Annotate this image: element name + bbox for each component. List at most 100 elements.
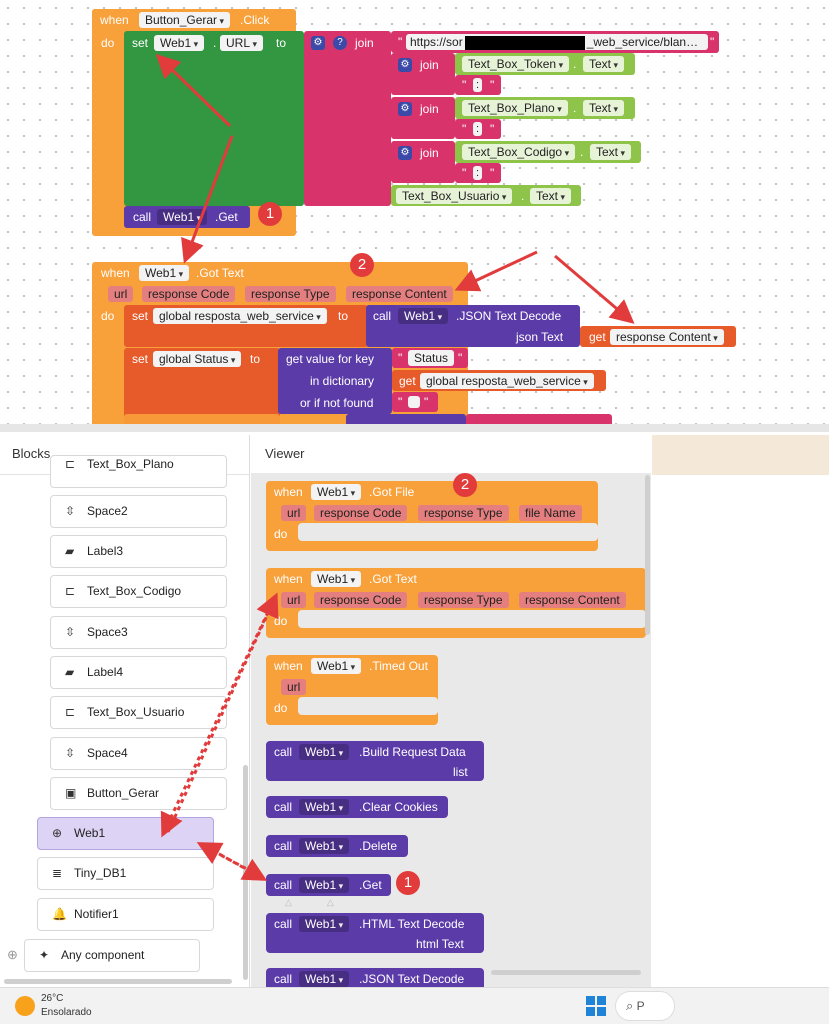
param-response-type[interactable]: response Type [245,286,336,302]
blocks-item-space2[interactable]: ⇳Space2 [50,495,227,528]
component-dropdown[interactable]: Web1 [299,971,350,987]
component-dropdown[interactable]: Web1 [154,35,205,51]
gear-icon[interactable]: ⚙ [398,102,412,116]
url-prefix: https://sor [410,35,463,49]
component-dropdown[interactable]: Web1 [299,877,350,893]
separator-text[interactable]: : [473,166,483,180]
set-label: set [132,352,149,366]
viewer-h-scrollbar[interactable] [491,970,641,975]
param-response-type[interactable]: response Type [418,592,509,608]
set-url-block[interactable] [124,31,304,206]
component-dropdown[interactable]: Web1 [299,838,350,854]
blocks-item-space4[interactable]: ⇳Space4 [50,737,227,770]
taskbar-search[interactable]: ⌕ P [615,991,675,1021]
param-response-code[interactable]: response Code [314,505,408,521]
separator-text[interactable]: : [473,78,483,92]
blocks-h-scrollbar[interactable] [4,979,232,984]
param-url[interactable]: url [108,286,134,302]
param-file-name[interactable]: file Name [519,505,582,521]
method-label: .Delete [359,839,398,853]
url-text[interactable]: https://sor_web_service/blan… [406,34,708,50]
blocks-item-space3[interactable]: ⇳Space3 [50,616,227,649]
component-dropdown[interactable]: Web1 [157,209,208,225]
blocks-item-label3[interactable]: ▰Label3 [50,535,227,568]
blocks-item-label4[interactable]: ▰Label4 [50,656,227,689]
expand-icon[interactable]: ⊕ [7,947,18,962]
component-dropdown[interactable]: Text_Box_Token [462,56,570,72]
property-dropdown[interactable]: Text [530,188,572,204]
windows-start-icon[interactable] [586,996,606,1016]
statement-slot [298,610,646,628]
component-dropdown[interactable]: Web1 [311,484,362,500]
blocks-item-button-gerar[interactable]: ▣Button_Gerar [50,777,227,810]
blocks-scrollbar[interactable] [243,765,248,980]
gear-icon[interactable]: ⚙ [398,146,412,160]
property-dropdown[interactable]: URL [220,35,264,51]
do-label: do [274,527,288,541]
blocks-item-tiny-db1[interactable]: ≣Tiny_DB1 [37,857,214,890]
param-label: json Text [516,330,564,344]
param-response-content[interactable]: response Content [519,592,626,608]
property-dropdown[interactable]: Text [583,100,625,116]
blocks-item-text-box-plano[interactable]: ⊏ Text_Box_Plano [50,455,227,488]
component-dropdown[interactable]: Text_Box_Plano [462,100,568,116]
variable-dropdown[interactable]: response Content [610,329,724,345]
blocks-item-any-component[interactable]: ✦Any component [24,939,200,972]
get-value-block[interactable] [278,348,392,414]
property-dropdown[interactable]: Text [583,56,625,72]
param-response-code[interactable]: response Code [142,286,236,302]
blocks-item-text-box-codigo[interactable]: ⊏Text_Box_Codigo [50,575,227,608]
quote-close: " [710,35,715,49]
param-url[interactable]: url [281,592,307,608]
weather-desc[interactable]: Ensolarado [41,1007,92,1018]
method-label: .Build Request Data [359,745,466,759]
component-dropdown[interactable]: Web1 [311,571,362,587]
gear-icon[interactable]: ⚙ [311,36,325,50]
to-label: to [276,36,287,50]
component-dropdown[interactable]: Web1 [398,308,449,324]
param-response-type[interactable]: response Type [418,505,509,521]
variable-dropdown[interactable]: global resposta_web_service [420,373,594,389]
param-url[interactable]: url [281,679,307,695]
key-text[interactable]: Status [408,350,455,366]
component-dropdown[interactable]: Text_Box_Codigo [462,144,576,160]
in-dictionary-label: in dictionary [310,374,375,388]
blocks-item-text-box-usuario[interactable]: ⊏Text_Box_Usuario [50,696,227,729]
gear-icon[interactable]: ⚙ [398,58,412,72]
separator-text[interactable]: : [473,122,483,136]
statement-slot [298,523,598,541]
screenshot-separator [0,424,829,432]
method-label: .Get [215,210,238,224]
component-dropdown[interactable]: Web1 [299,799,350,815]
component-dropdown[interactable]: Web1 [311,658,362,674]
method-label: .Get [359,878,382,892]
component-dropdown[interactable]: Web1 [139,265,190,281]
property-dropdown[interactable]: Text [590,144,632,160]
component-dropdown[interactable]: Web1 [299,916,350,932]
call-label: call [373,309,392,323]
component-dropdown[interactable]: Button_Gerar [139,12,231,28]
join-block[interactable] [304,31,391,206]
call-label: call [274,745,293,759]
param-url[interactable]: url [281,505,307,521]
space-icon: ⇳ [65,504,76,518]
viewer-workspace[interactable]: when Web1 .Got File url response Code re… [251,473,651,987]
weather-sun-icon[interactable] [15,996,35,1016]
variable-dropdown[interactable]: global Status [153,351,242,367]
empty-text[interactable] [408,396,420,408]
component-dropdown[interactable]: Text_Box_Usuario [396,188,513,204]
quote-open: " [398,395,403,409]
param-response-content[interactable]: response Content [346,286,453,302]
weather-temp[interactable]: 26°C [41,993,64,1004]
param-response-code[interactable]: response Code [314,592,408,608]
quote-open: " [462,78,467,92]
call-label: call [274,800,293,814]
blocks-item-web1[interactable]: ⊕Web1 [37,817,214,850]
viewer-v-scrollbar[interactable] [645,475,650,635]
blocks-item-label: Space3 [87,625,128,639]
variable-dropdown[interactable]: global resposta_web_service [153,308,327,324]
help-icon[interactable]: ? [333,36,347,50]
join-label: join [355,36,374,50]
blocks-item-notifier1[interactable]: 🔔Notifier1 [37,898,214,931]
component-dropdown[interactable]: Web1 [299,744,350,760]
